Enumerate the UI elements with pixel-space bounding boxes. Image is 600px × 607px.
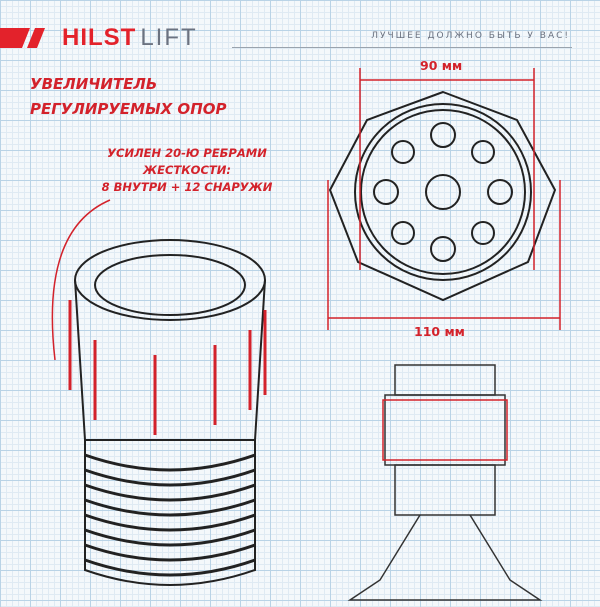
- perspective-drawing: [74, 239, 266, 586]
- pointer-arrow-icon: [51, 199, 111, 361]
- product-title: УВЕЛИЧИТЕЛЬ РЕГУЛИРУЕМЫХ ОПОР: [30, 72, 227, 122]
- dimension-lines: [327, 68, 561, 330]
- note-line-1: УСИЛЕН 20-Ю РЕБРАМИ ЖЕСТКОСТИ:: [107, 146, 267, 177]
- inner-diameter-label: 90 мм: [420, 58, 463, 73]
- logo: HILST LIFT: [0, 24, 198, 52]
- brand-name: HILST: [62, 24, 137, 51]
- tagline: ЛУЧШЕЕ ДОЛЖНО БЫТЬ У ВАС!: [371, 31, 570, 41]
- rib-note: УСИЛЕН 20-Ю РЕБРАМИ ЖЕСТКОСТИ: 8 ВНУТРИ …: [62, 145, 312, 196]
- rib-highlights: [68, 300, 267, 435]
- logo-slash-icon: [0, 28, 45, 48]
- outer-diameter-label: 110 мм: [414, 324, 465, 339]
- top-view-drawing: [328, 90, 557, 302]
- note-line-2: 8 ВНУТРИ + 12 СНАРУЖИ: [101, 180, 273, 194]
- title-line-2: РЕГУЛИРУЕМЫХ ОПОР: [30, 100, 227, 118]
- title-line-1: УВЕЛИЧИТЕЛЬ: [30, 75, 158, 93]
- side-view-drawing: [347, 364, 543, 601]
- header-rule: [232, 47, 572, 48]
- side-view-highlight: [382, 399, 508, 461]
- brand-suffix: LIFT: [140, 24, 198, 51]
